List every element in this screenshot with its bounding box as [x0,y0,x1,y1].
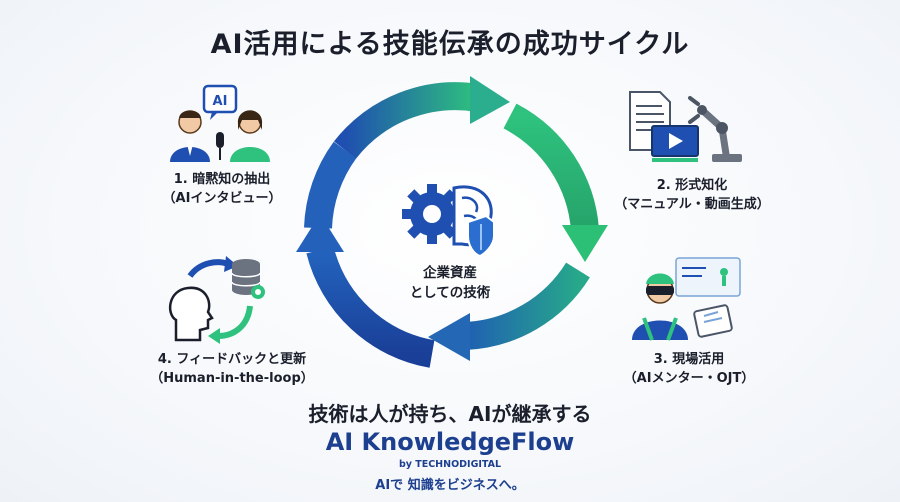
step-1-label: 1. 暗黙知の抽出 （AIインタビュー） [112,170,332,208]
page-title: AI活用による技能伝承の成功サイクル [210,29,690,60]
arrow-top-head [470,76,510,124]
center-label: 企業資産 としての技術 [370,263,530,303]
step-4-subtitle: （Human-in-the-loop） [150,371,314,386]
arrow-right [503,103,599,232]
tagline: 技術は人が持ち、AIが継承する [308,402,592,426]
document-video-robot-arm-icon [629,91,742,162]
interview-people-icon: AI [170,84,270,162]
center-label-line1: 企業資産 [423,265,477,281]
step-4-label: 4. フィードバックと更新 （Human-in-the-loop） [122,350,342,388]
arrow-bottom [464,262,590,350]
brand-name: AI KnowledgeFlow [325,428,575,456]
step-2-subtitle: （マニュアル・動画生成） [614,197,770,212]
arrow-right-head [562,225,608,262]
brand-slogan: AIで 知識をビジネスへ。 [375,478,525,493]
step-1-title: 1. 暗黙知の抽出 [173,172,271,187]
step-1-subtitle: （AIインタビュー） [162,191,282,206]
feedback-loop-database-icon [168,256,265,344]
step-3-subtitle: （AIメンター・OJT） [623,371,755,386]
step-2-title: 2. 形式知化 [656,178,728,193]
step-3-title: 3. 現場活用 [653,352,725,367]
brand-byline: by TECHNODIGITAL [398,459,502,470]
step-4-title: 4. フィードバックと更新 [157,352,307,367]
gear-brain-shield-icon [402,184,495,258]
step-2-label: 2. 形式知化 （マニュアル・動画生成） [582,176,802,214]
step-3-label: 3. 現場活用 （AIメンター・OJT） [579,350,799,388]
arrow-left-head [296,214,344,252]
center-label-line2: としての技術 [409,285,491,301]
arrow-top [333,82,481,159]
worker-vr-tablet-icon [632,257,741,341]
arrow-bottom-head [428,313,470,361]
arrow-left [306,246,435,368]
ai-bubble-text: AI [213,94,228,109]
